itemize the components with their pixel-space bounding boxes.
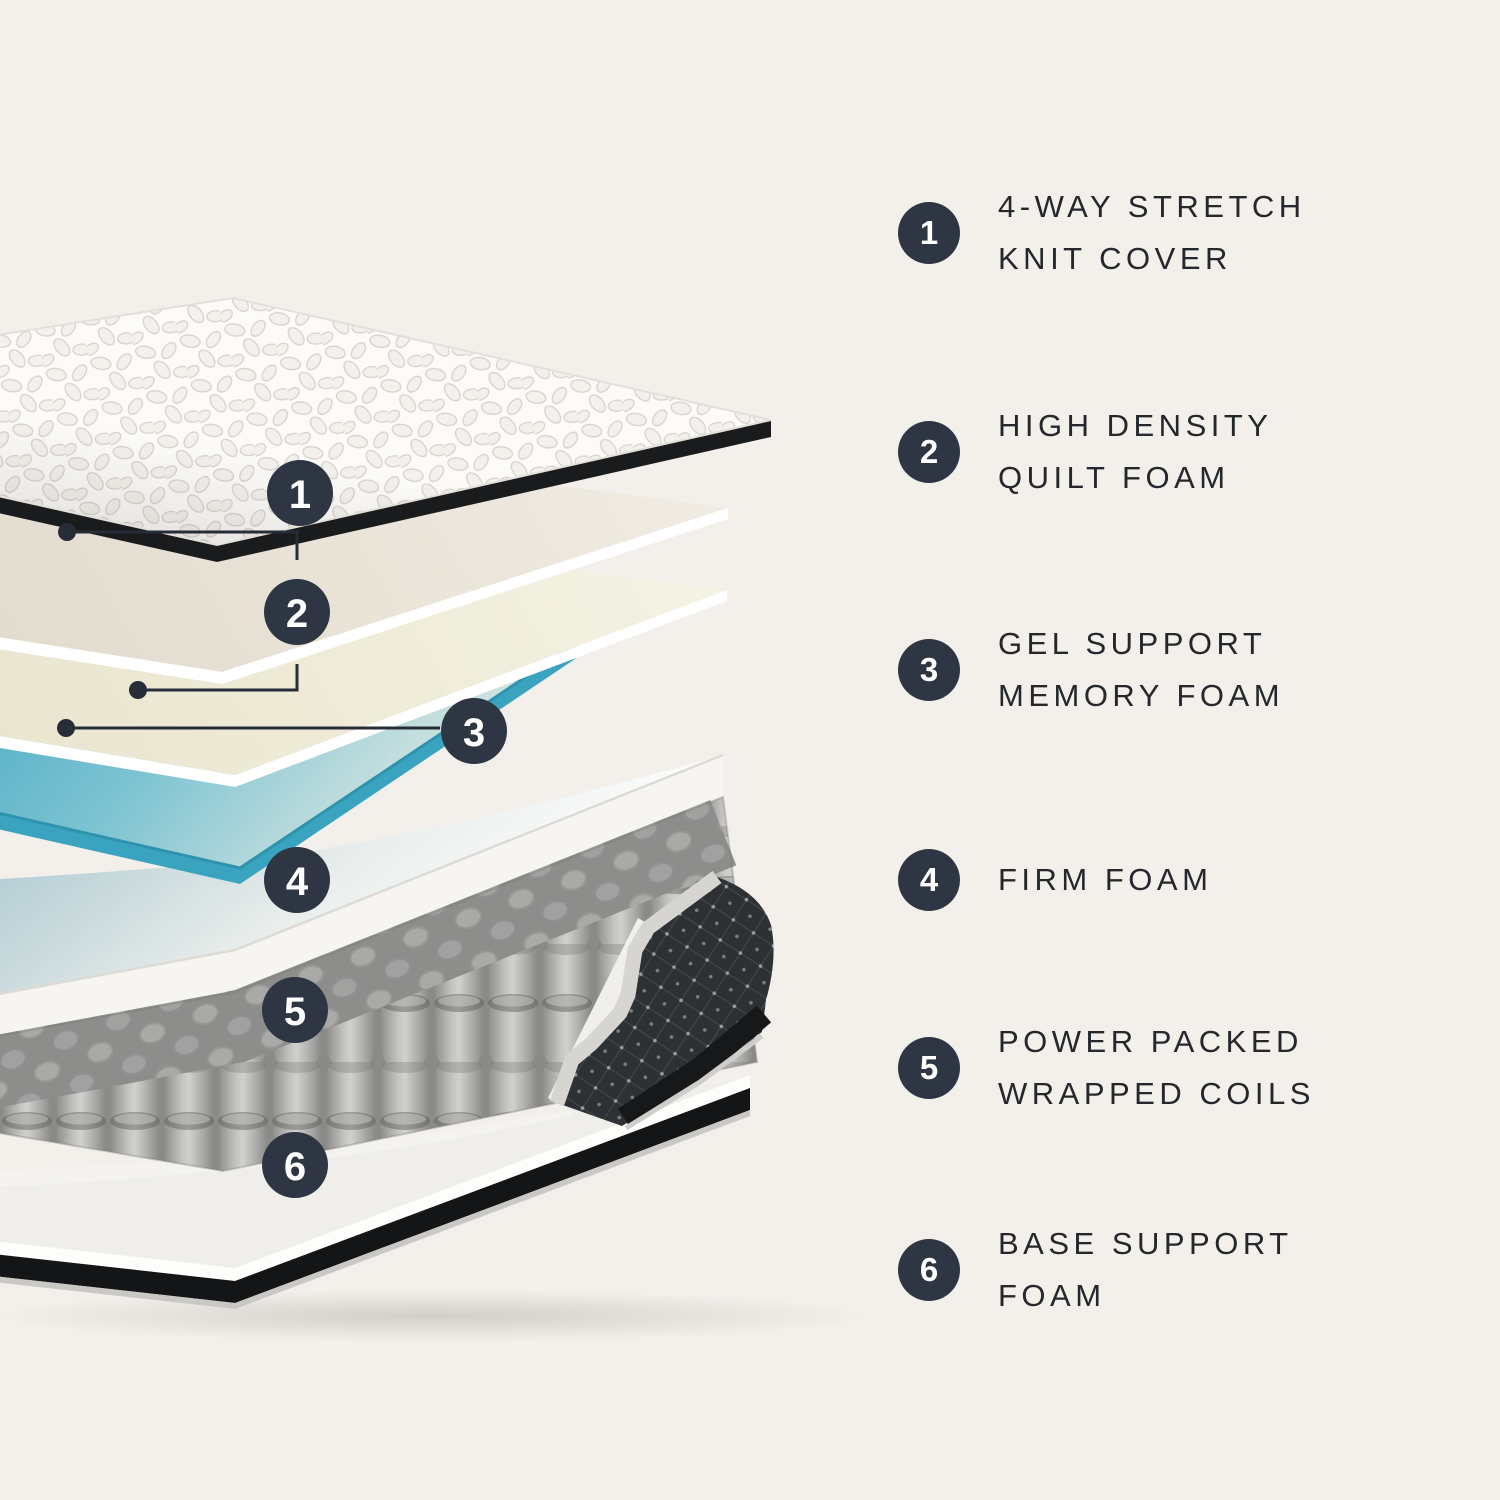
svg-text:3: 3: [463, 711, 485, 755]
diagram-badge-2: 2: [264, 579, 330, 645]
legend-label-quilt-foam: HIGH DENSITY QUILT FOAM: [998, 408, 1273, 495]
svg-text:4: 4: [286, 860, 309, 904]
diagram-badge-3: 3: [441, 698, 507, 764]
leader-dot-quilt-upper: [58, 523, 76, 541]
legend-item-knit-cover: 1 4-WAY STRETCH KNIT COVER: [898, 181, 1438, 285]
layer-firm-foam: [0, 753, 724, 1034]
svg-text:5: 5: [284, 990, 306, 1034]
legend-label-gel-memory-foam: GEL SUPPORT MEMORY FOAM: [998, 626, 1285, 713]
diagram-badge-6: 6: [262, 1132, 328, 1198]
legend-item-firm-foam: 4 FIRM FOAM: [898, 828, 1438, 932]
svg-text:6: 6: [284, 1145, 306, 1189]
leader-lines: [57, 523, 440, 737]
legend-item-gel-memory-foam: 3 GEL SUPPORT MEMORY FOAM: [898, 618, 1438, 722]
corner-fabric-panel: [549, 870, 774, 1131]
legend-label-knit-cover: 4-WAY STRETCH KNIT COVER: [998, 189, 1306, 276]
legend-item-base-foam: 6 BASE SUPPORT FOAM: [898, 1218, 1438, 1322]
legend-label-wrapped-coils: POWER PACKED WRAPPED COILS: [998, 1024, 1315, 1111]
legend-badge-5: 5: [898, 1037, 960, 1099]
legend-item-quilt-foam: 2 HIGH DENSITY QUILT FOAM: [898, 400, 1438, 504]
leader-badge-2-top: [67, 530, 299, 560]
layer-knit-cover: [0, 296, 772, 562]
legend-badge-2: 2: [898, 421, 960, 483]
leader-badge-2-bottom: [138, 664, 299, 692]
layer-base-support-foam: [0, 1075, 750, 1309]
leader-dot-quilt-lower: [129, 681, 147, 699]
legend-badge-3: 3: [898, 639, 960, 701]
legend-label-base-foam: BASE SUPPORT FOAM: [998, 1226, 1293, 1313]
legend-label-firm-foam: FIRM FOAM: [998, 862, 1213, 897]
legend-badge-1: 1: [898, 202, 960, 264]
legend-item-wrapped-coils: 5 POWER PACKED WRAPPED COILS: [898, 1016, 1438, 1120]
svg-text:2: 2: [286, 592, 308, 636]
mattress-exploded-diagram: 1 2 3 4 5 6: [0, 296, 870, 1342]
diagram-badge-5: 5: [262, 977, 328, 1043]
legend-badge-6: 6: [898, 1239, 960, 1301]
legend-badge-4: 4: [898, 849, 960, 911]
svg-text:1: 1: [289, 473, 311, 517]
diagram-badge-1: 1: [267, 460, 333, 526]
diagram-badge-4: 4: [264, 847, 330, 913]
leader-dot-gel: [57, 719, 75, 737]
